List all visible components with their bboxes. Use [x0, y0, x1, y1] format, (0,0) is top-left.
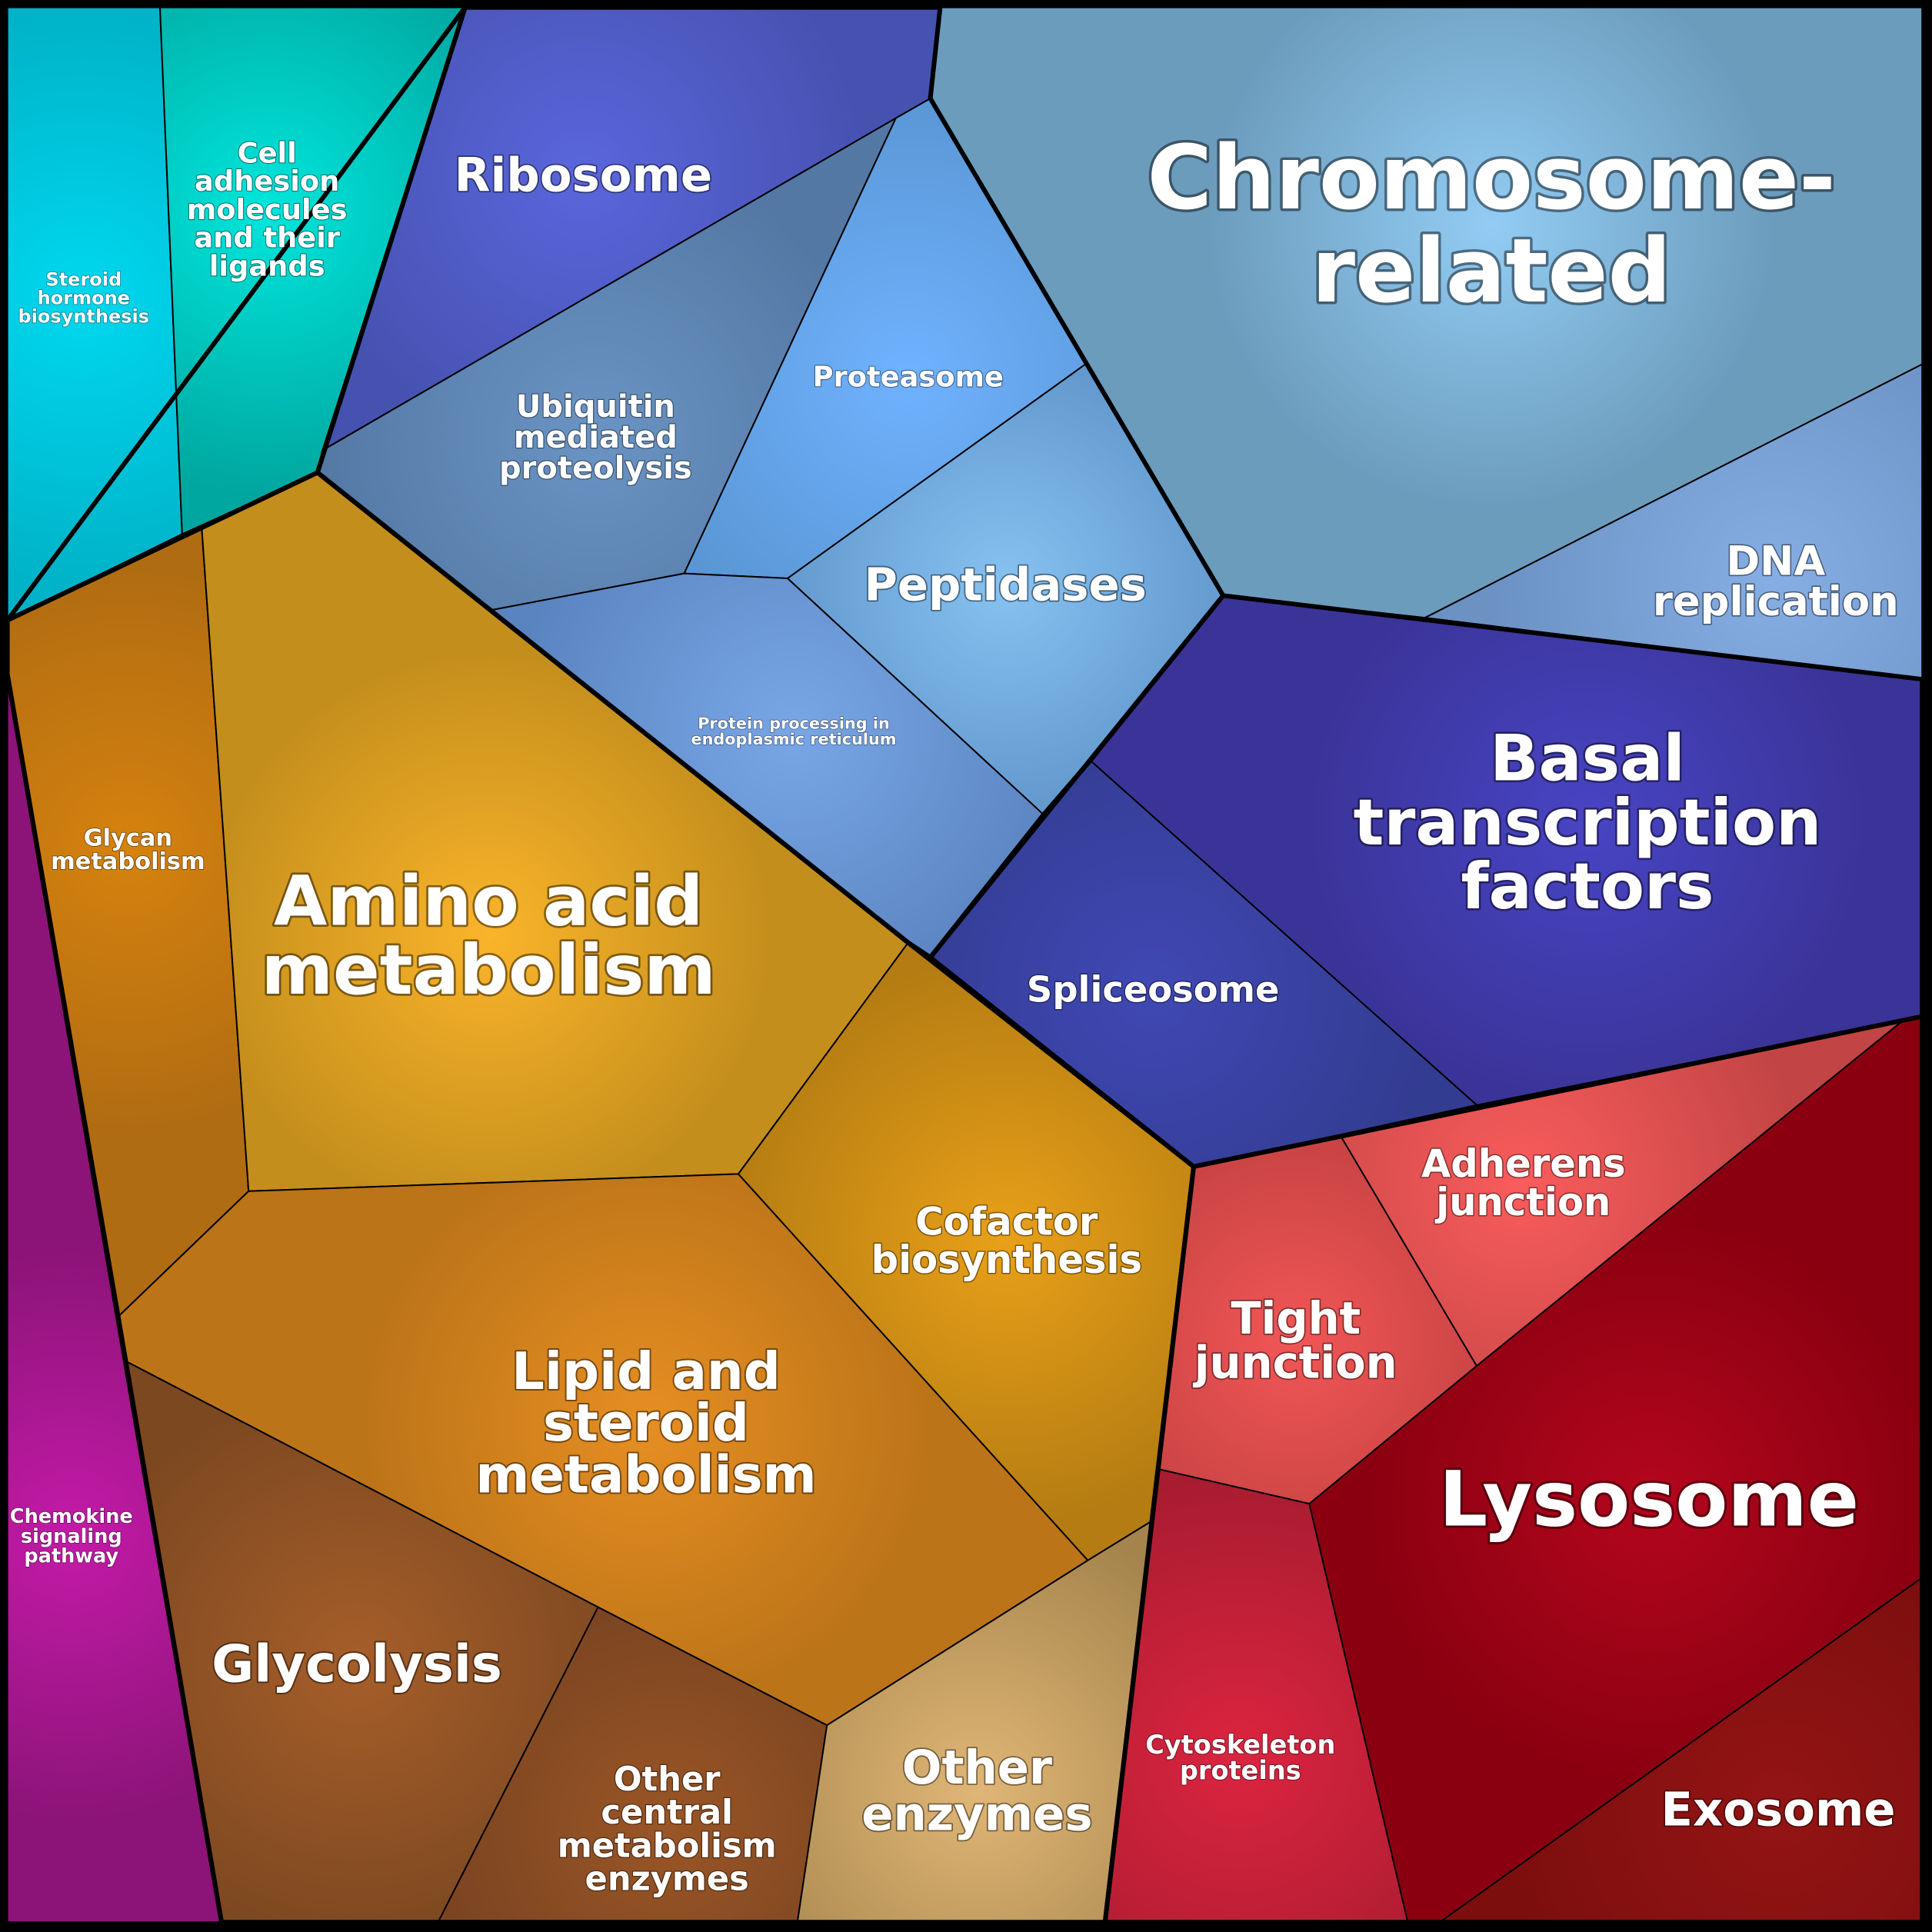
label-peptidases: Peptidases	[864, 558, 1147, 611]
label-line: junction	[1193, 1337, 1397, 1388]
label-line: Amino acid	[274, 862, 703, 942]
label-line: proteins	[1180, 1755, 1301, 1785]
group-border	[5, 5, 468, 623]
label-line: hormone	[38, 288, 130, 309]
label-line: biosynthesis	[871, 1237, 1142, 1282]
label-line: ligands	[209, 250, 325, 283]
label-line: pathway	[24, 1544, 118, 1567]
label-lysosome: Lysosome	[1439, 1456, 1859, 1544]
label-line: transcription	[1354, 785, 1822, 860]
label-line: Cell	[238, 136, 297, 169]
label-line: Steroid	[45, 269, 122, 291]
label-line: Chromosome-	[1148, 127, 1836, 230]
label-line: mediated	[514, 420, 678, 455]
label-line: factors	[1461, 849, 1714, 924]
group-border	[5, 671, 224, 1925]
label-line: replication	[1653, 578, 1899, 625]
label-line: and their	[194, 222, 341, 255]
label-chromosome: Chromosome-related	[1148, 127, 1836, 323]
label-line: related	[1311, 220, 1671, 323]
label-line: Basal	[1490, 721, 1685, 796]
label-line: enzymes	[585, 1860, 749, 1899]
label-line: proteolysis	[499, 451, 692, 486]
label-line: enzymes	[861, 1788, 1092, 1842]
label-line: DNA	[1726, 538, 1825, 585]
label-line: Other	[902, 1741, 1052, 1795]
label-line: Chemokine	[10, 1505, 133, 1528]
label-line: Lysosome	[1439, 1456, 1859, 1544]
group-border	[1102, 1014, 1925, 1925]
label-glycolysis: Glycolysis	[212, 1634, 502, 1694]
label-line: metabolism	[475, 1444, 816, 1504]
label-line: metabolism	[261, 931, 716, 1011]
label-line: Other	[614, 1760, 721, 1799]
label-exosome: Exosome	[1661, 1783, 1895, 1837]
label-line: signaling	[21, 1525, 122, 1548]
label-line: metabolism	[558, 1827, 777, 1865]
label-line: Ribosome	[455, 149, 712, 203]
label-line: Spliceosome	[1027, 969, 1280, 1011]
label-line: junction	[1434, 1180, 1611, 1224]
label-proteasome: Proteasome	[813, 361, 1004, 394]
label-line: Protein processing in	[698, 714, 890, 732]
label-line: metabolism	[51, 848, 205, 875]
label-line: molecules	[187, 193, 348, 226]
label-line: Glycan	[84, 824, 172, 851]
label-line: Cofactor	[915, 1199, 1098, 1244]
label-line: Ubiquitin	[516, 389, 675, 425]
label-line: biosynthesis	[18, 306, 150, 328]
label-line: Peptidases	[864, 558, 1147, 611]
label-spliceosome: Spliceosome	[1027, 969, 1280, 1011]
label-line: Proteasome	[813, 361, 1004, 394]
label-ribosome: Ribosome	[455, 149, 712, 203]
label-line: adhesion	[195, 165, 339, 198]
label-line: Glycolysis	[212, 1634, 502, 1694]
label-line: Exosome	[1661, 1783, 1895, 1837]
label-line: Lipid and	[511, 1341, 781, 1401]
label-line: endoplasmic reticulum	[691, 730, 896, 748]
label-line: central	[601, 1794, 733, 1832]
label-line: steroid	[543, 1393, 749, 1453]
label-line: Adherens	[1421, 1141, 1626, 1186]
label-line: Cytoskeleton	[1145, 1730, 1335, 1760]
label-line: Tight	[1231, 1293, 1361, 1344]
